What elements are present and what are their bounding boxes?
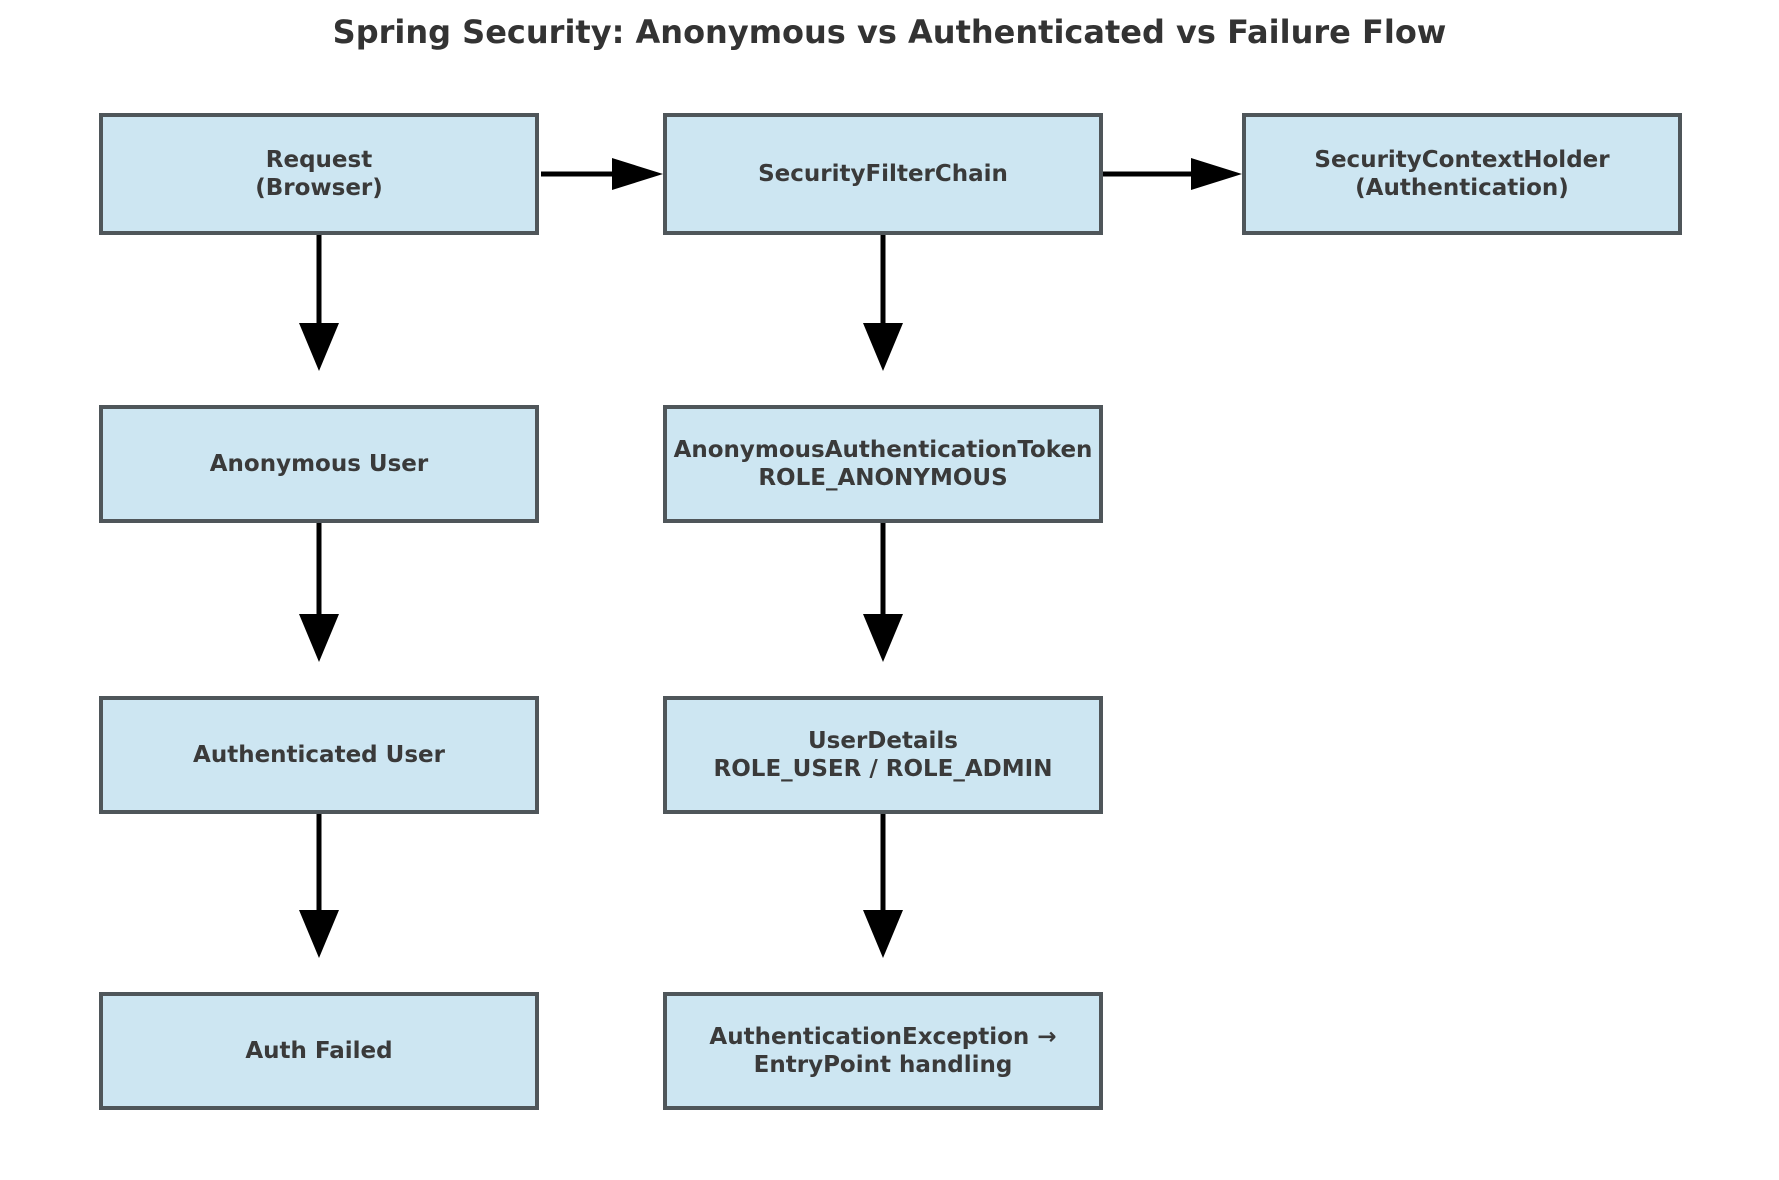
arrow-request-to-anonymoususer — [299, 235, 339, 371]
node-label-line: Authenticated User — [193, 742, 445, 768]
arrow-anonymoususer-to-authenticateduser — [299, 523, 339, 662]
node-user-details: UserDetails ROLE_USER / ROLE_ADMIN — [663, 696, 1103, 814]
diagram-title: Spring Security: Anonymous vs Authentica… — [332, 13, 1447, 51]
node-auth-failed: Auth Failed — [99, 992, 539, 1110]
node-request-browser: Request (Browser) — [99, 113, 539, 235]
arrow-authenticateduser-to-authfailed — [299, 814, 339, 958]
node-label-line: SecurityFilterChain — [758, 161, 1008, 187]
arrow-filterchain-to-anontoken — [863, 235, 903, 371]
node-label-line: (Browser) — [255, 175, 383, 201]
node-authentication-exception: AuthenticationException → EntryPoint han… — [663, 992, 1103, 1110]
node-label-line: UserDetails — [808, 728, 958, 754]
node-label-line: (Authentication) — [1355, 175, 1569, 201]
node-label-line: ROLE_ANONYMOUS — [758, 465, 1008, 491]
node-authenticated-user: Authenticated User — [99, 696, 539, 814]
node-anonymous-authentication-token: AnonymousAuthenticationToken ROLE_ANONYM… — [663, 405, 1103, 523]
node-security-context-holder: SecurityContextHolder (Authentication) — [1242, 113, 1682, 235]
node-label-line: Auth Failed — [245, 1038, 393, 1064]
node-label-line: AnonymousAuthenticationToken — [673, 437, 1093, 463]
node-label-line: ROLE_USER / ROLE_ADMIN — [713, 756, 1053, 782]
node-security-filter-chain: SecurityFilterChain — [663, 113, 1103, 235]
node-label-line: AuthenticationException → — [709, 1024, 1057, 1050]
arrow-filterchain-to-contextholder — [1103, 158, 1242, 190]
arrow-anontoken-to-userdetails — [863, 523, 903, 662]
arrow-request-to-filterchain — [541, 158, 663, 190]
arrow-userdetails-to-authexception — [863, 814, 903, 958]
node-label-line: SecurityContextHolder — [1314, 147, 1610, 173]
node-label-line: Anonymous User — [209, 451, 429, 477]
node-anonymous-user: Anonymous User — [99, 405, 539, 523]
node-label-line: EntryPoint handling — [753, 1052, 1013, 1078]
node-label-line: Request — [265, 147, 373, 173]
